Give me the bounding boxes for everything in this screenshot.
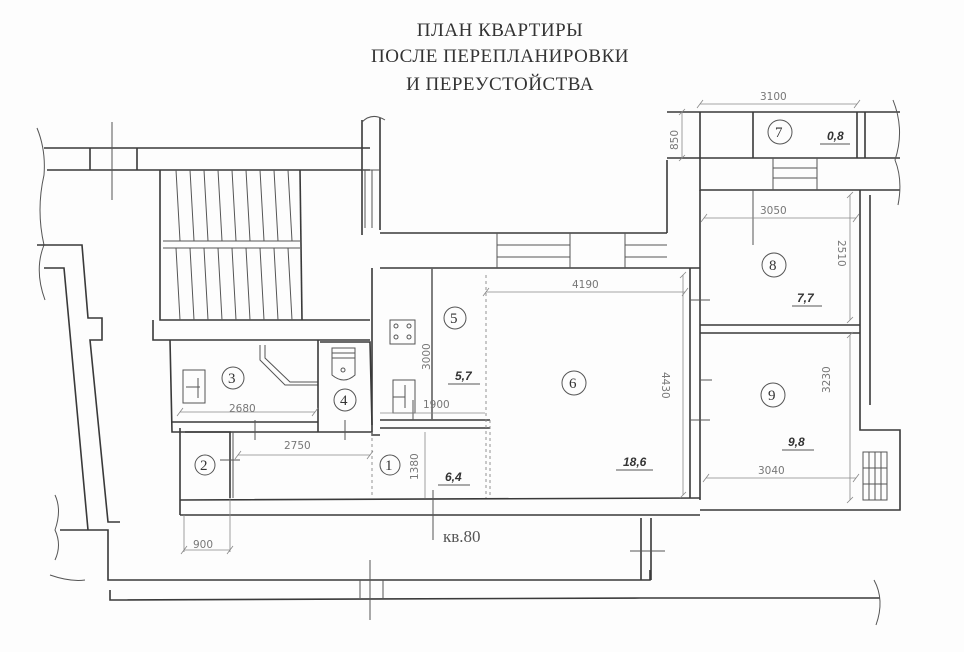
svg-text:3: 3 — [228, 371, 236, 387]
room-area-5: 5,7 — [455, 369, 473, 383]
building-walls — [36, 99, 901, 626]
svg-text:7: 7 — [775, 125, 783, 141]
dim-3050: 3050 — [760, 205, 787, 217]
dim-3040: 3040 — [758, 465, 785, 477]
svg-text:1: 1 — [385, 458, 393, 474]
room-area-7: 0,8 — [827, 129, 844, 143]
dim-2750: 2750 — [284, 440, 311, 452]
apartment-number-label: кв.80 — [443, 527, 481, 546]
plan-title-line-2: ПОСЛЕ ПЕРЕПЛАНИРОВКИ — [371, 46, 629, 67]
kitchen-sink-icon — [392, 379, 416, 414]
dim-4190: 4190 — [572, 279, 599, 291]
dimension-lines — [176, 99, 861, 555]
dim-2510: 2510 — [835, 240, 847, 267]
room-number-5: 5 — [443, 306, 467, 330]
toilet-icon — [331, 347, 356, 381]
apartment-walls — [169, 190, 860, 540]
room-number-2: 2 — [194, 454, 216, 476]
room-number-7: 7 — [767, 119, 793, 145]
dim-3000: 3000 — [421, 343, 433, 370]
room-area-8: 7,7 — [797, 291, 815, 305]
room-number-3: 3 — [221, 366, 245, 390]
svg-text:5: 5 — [450, 311, 458, 327]
radiator-icon — [862, 451, 888, 501]
room-number-4: 4 — [333, 388, 357, 412]
room-area-9: 9,8 — [788, 435, 805, 449]
dim-1380: 1380 — [409, 453, 421, 480]
plan-title-line-3: И ПЕРЕУСТОЙСТВА — [406, 74, 594, 95]
room-number-8: 8 — [761, 252, 787, 278]
dim-1900: 1900 — [423, 399, 450, 411]
dim-3100: 3100 — [760, 91, 787, 103]
plan-title-line-1: ПЛАН КВАРТИРЫ — [416, 20, 584, 41]
sink-icon — [182, 369, 206, 404]
stove-icon — [389, 319, 416, 345]
dim-3230: 3230 — [821, 366, 833, 393]
svg-text:9: 9 — [768, 388, 776, 404]
room-area-6: 18,6 — [623, 455, 647, 469]
svg-text:6: 6 — [569, 376, 577, 392]
svg-text:4: 4 — [340, 393, 348, 409]
staircase — [152, 169, 370, 341]
dim-2680: 2680 — [229, 403, 256, 415]
room-number-6: 6 — [561, 370, 587, 396]
dim-4430: 4430 — [659, 372, 671, 399]
dim-850: 850 — [669, 130, 681, 150]
room-number-1: 1 — [379, 454, 401, 476]
svg-text:8: 8 — [769, 258, 777, 274]
room-number-9: 9 — [760, 382, 786, 408]
dim-900: 900 — [193, 539, 213, 551]
room-area-1: 6,4 — [445, 470, 462, 484]
svg-text:2: 2 — [200, 458, 208, 474]
